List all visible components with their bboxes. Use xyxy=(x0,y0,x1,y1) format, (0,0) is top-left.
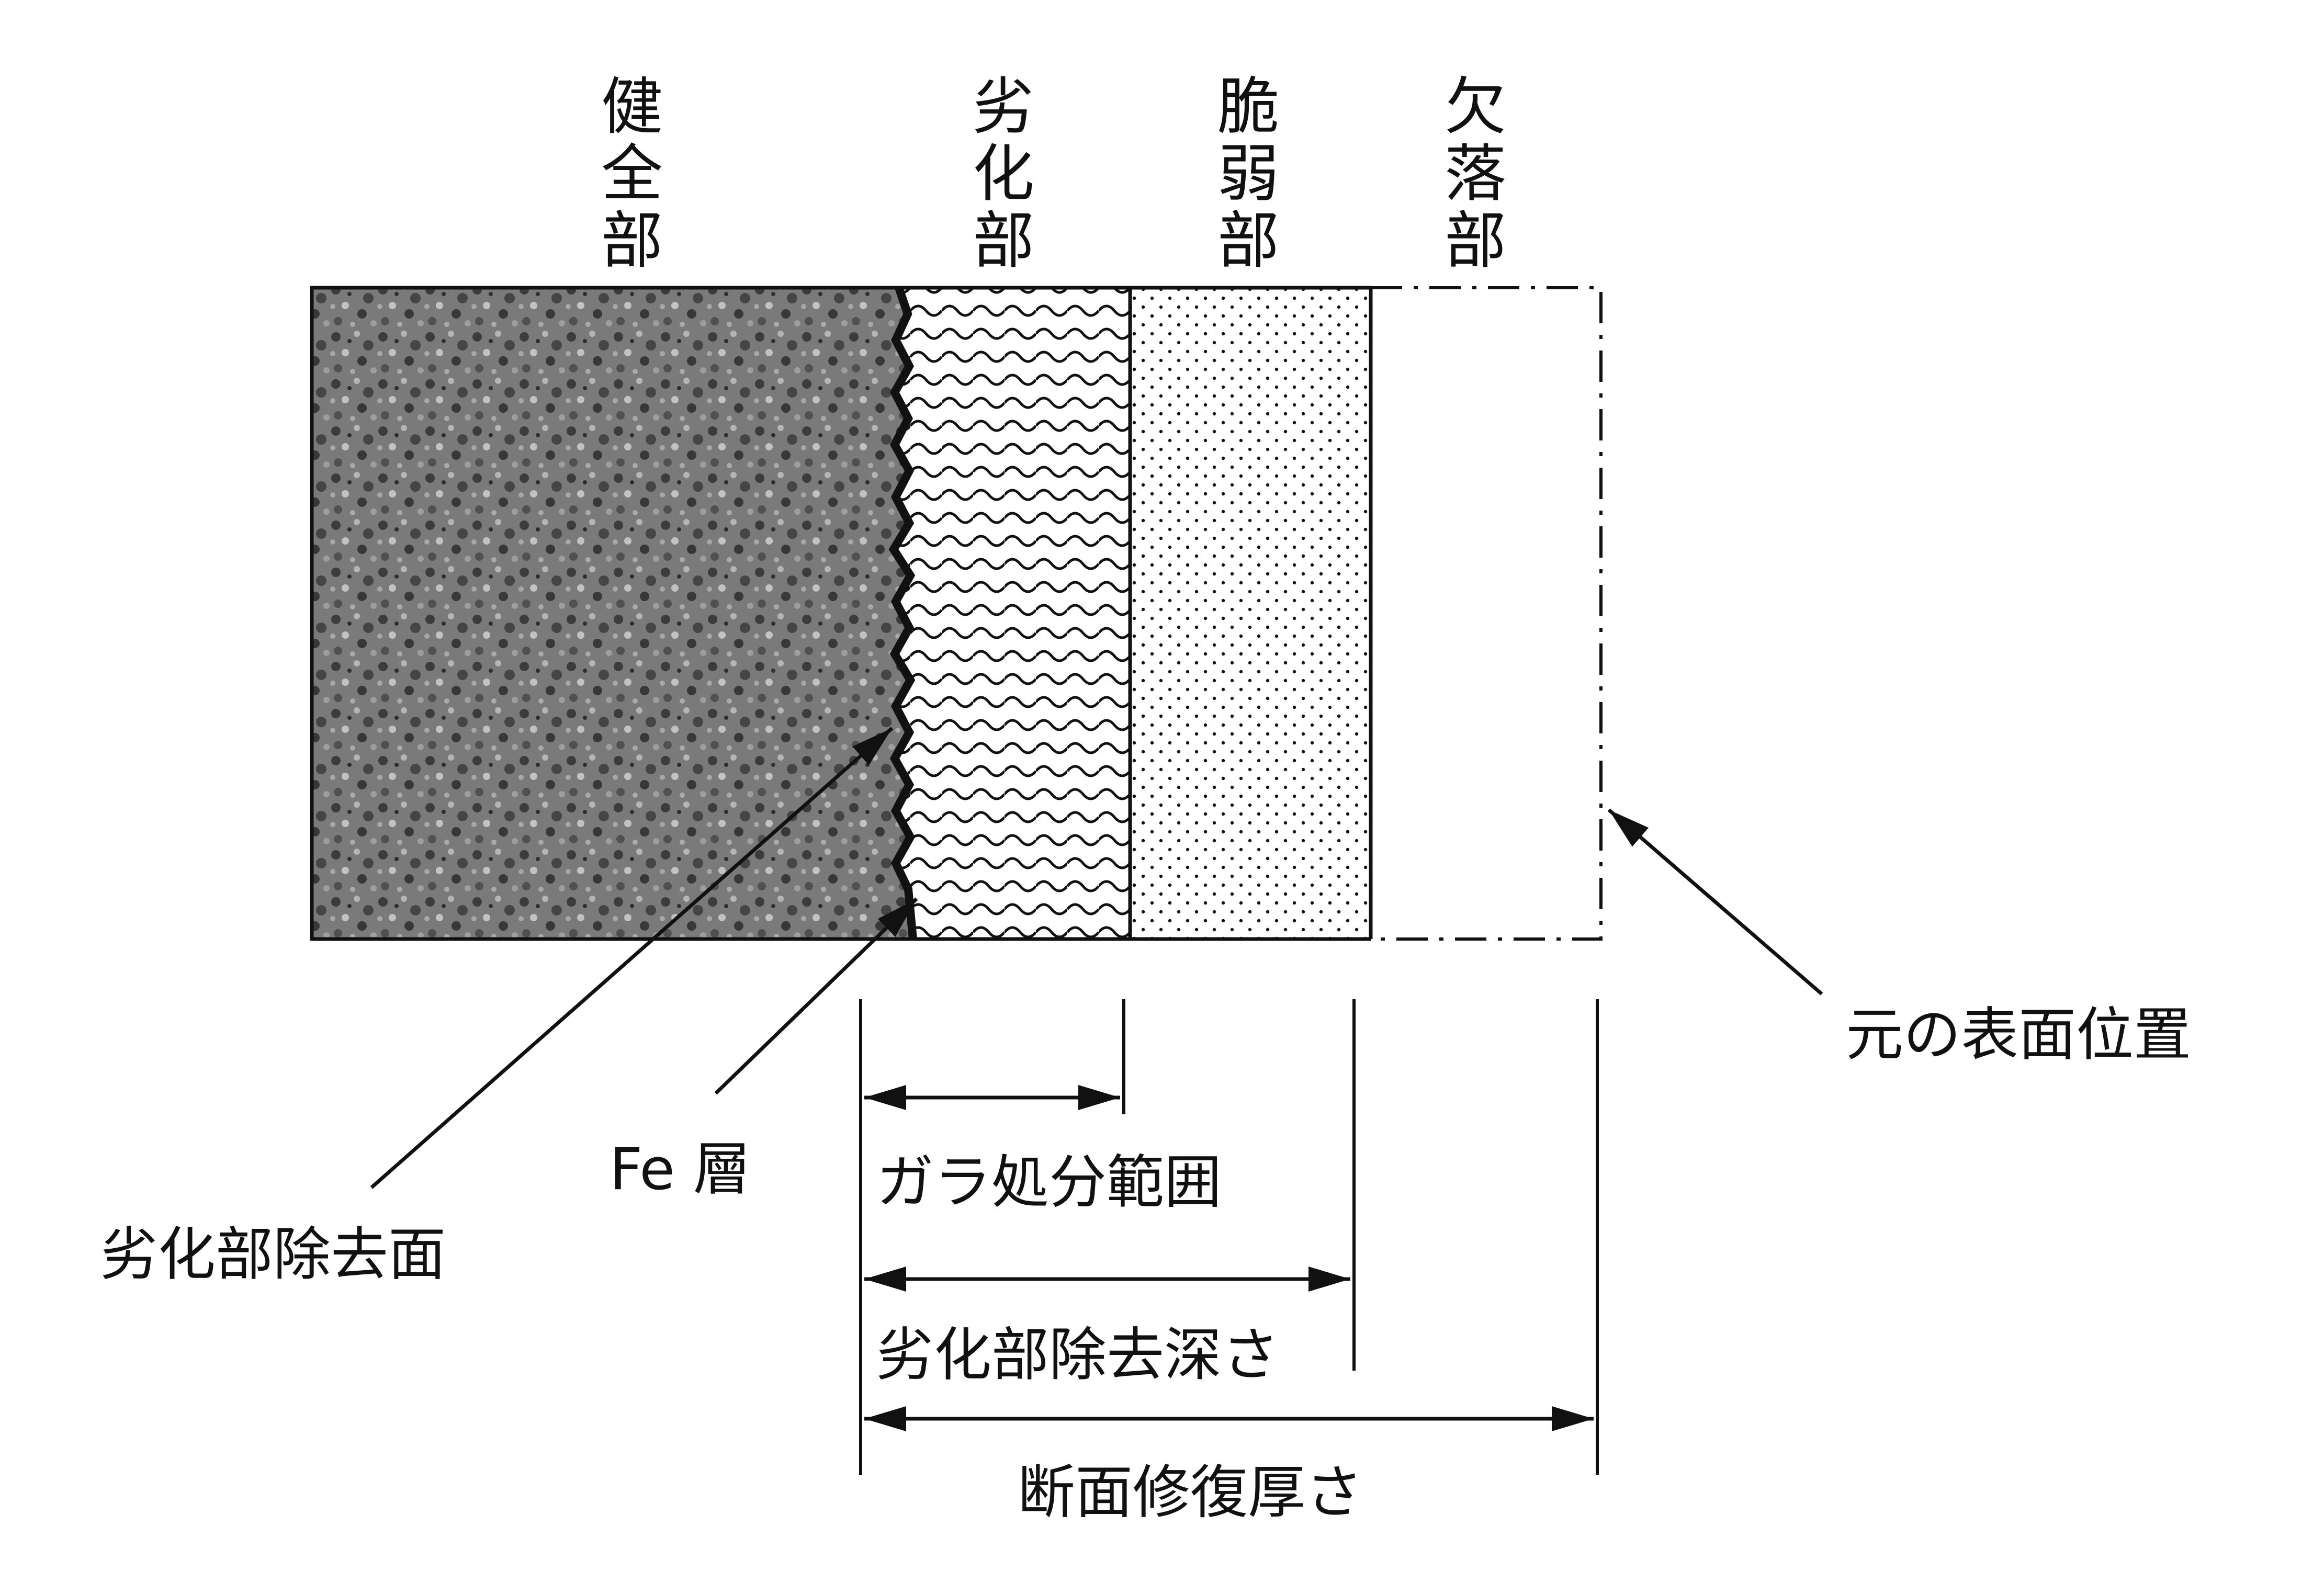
removal-surface-label: 劣化部除去面 xyxy=(100,1221,446,1288)
fe-layer-boundary-line xyxy=(888,286,917,940)
brittle-zone-label: 脆 弱 部 xyxy=(1217,71,1279,277)
deteriorated-zone xyxy=(894,288,1130,939)
original-surface-outline xyxy=(1371,286,1603,941)
deteriorated-zone-label: 劣 化 部 xyxy=(972,71,1034,277)
fe-layer-leader xyxy=(714,897,918,1095)
fe-layer-label: Fe 層 xyxy=(610,1136,751,1203)
removal-surface-leader xyxy=(370,727,894,1189)
original-surface-label: 元の表面位置 xyxy=(1846,1001,2191,1068)
healthy-concrete-zone xyxy=(310,286,915,941)
healthy-zone-label: 健 全 部 xyxy=(601,71,663,277)
removal-depth-label: 劣化部除去深さ xyxy=(876,1321,1279,1388)
spalled-zone-label: 欠 落 部 xyxy=(1444,71,1506,277)
debris-range-label: ガラ処分範囲 xyxy=(876,1149,1222,1216)
repair-thickness-label: 断面修復厚さ xyxy=(1018,1459,1363,1526)
brittle-zone xyxy=(1130,288,1371,939)
original-surface-leader xyxy=(1607,808,1823,996)
